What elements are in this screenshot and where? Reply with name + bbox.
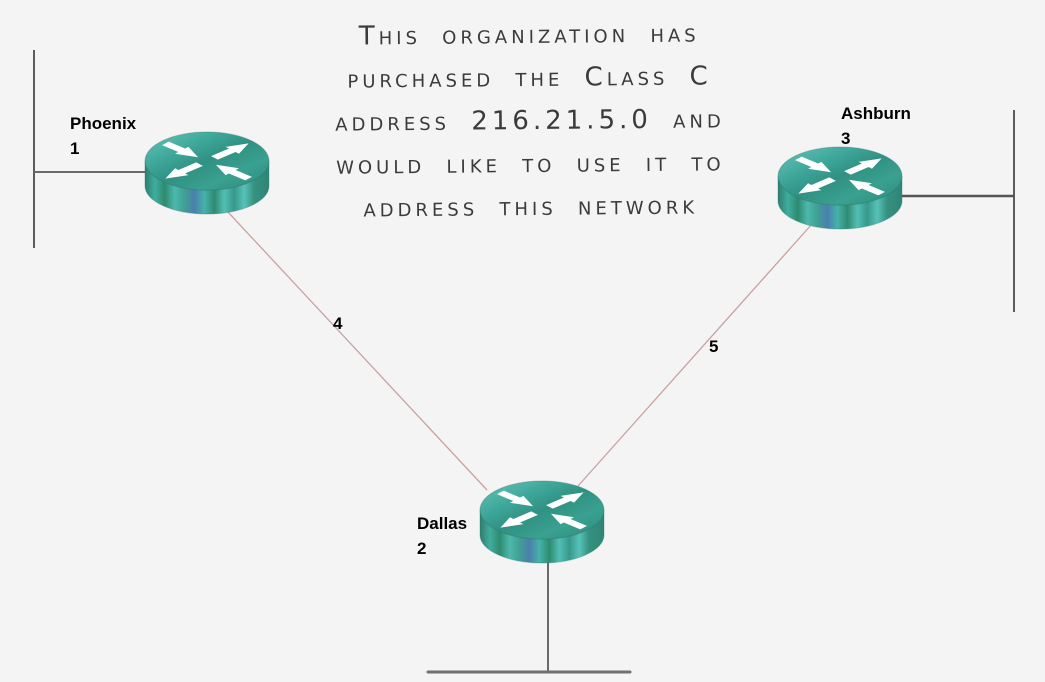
label-link-5: 5 (709, 337, 719, 356)
router-number: 2 (417, 539, 427, 558)
router-name: Ashburn (841, 104, 911, 123)
router-number: 1 (70, 139, 80, 158)
label-link-4: 4 (333, 314, 343, 333)
router-ashburn[interactable] (775, 146, 905, 232)
cisco-router-icon (777, 146, 903, 230)
label-ashburn: Ashburn 3 (841, 101, 911, 151)
cisco-router-icon (479, 480, 605, 564)
serial-link-4 (226, 210, 488, 491)
router-name: Dallas (417, 514, 468, 533)
router-phoenix[interactable] (142, 131, 272, 217)
router-name: Phoenix (70, 114, 137, 133)
router-number: 3 (841, 129, 851, 148)
annotation-line-4: would like to use it to (335, 147, 725, 181)
label-dallas: Dallas 2 (417, 511, 467, 561)
serial-link-5 (577, 223, 813, 487)
annotation-line-3: address 216.21.5.0 and (335, 104, 725, 138)
annotation-line-1: This organization has (358, 18, 700, 52)
handwritten-annotation: This organization has purchased the Clas… (239, 11, 821, 231)
annotation-line-2: purchased the Class C (347, 61, 712, 95)
annotation-line-5: address this network (363, 190, 699, 224)
label-phoenix: Phoenix 1 (70, 111, 136, 161)
router-dallas[interactable] (477, 480, 607, 566)
cisco-router-icon (144, 131, 270, 215)
